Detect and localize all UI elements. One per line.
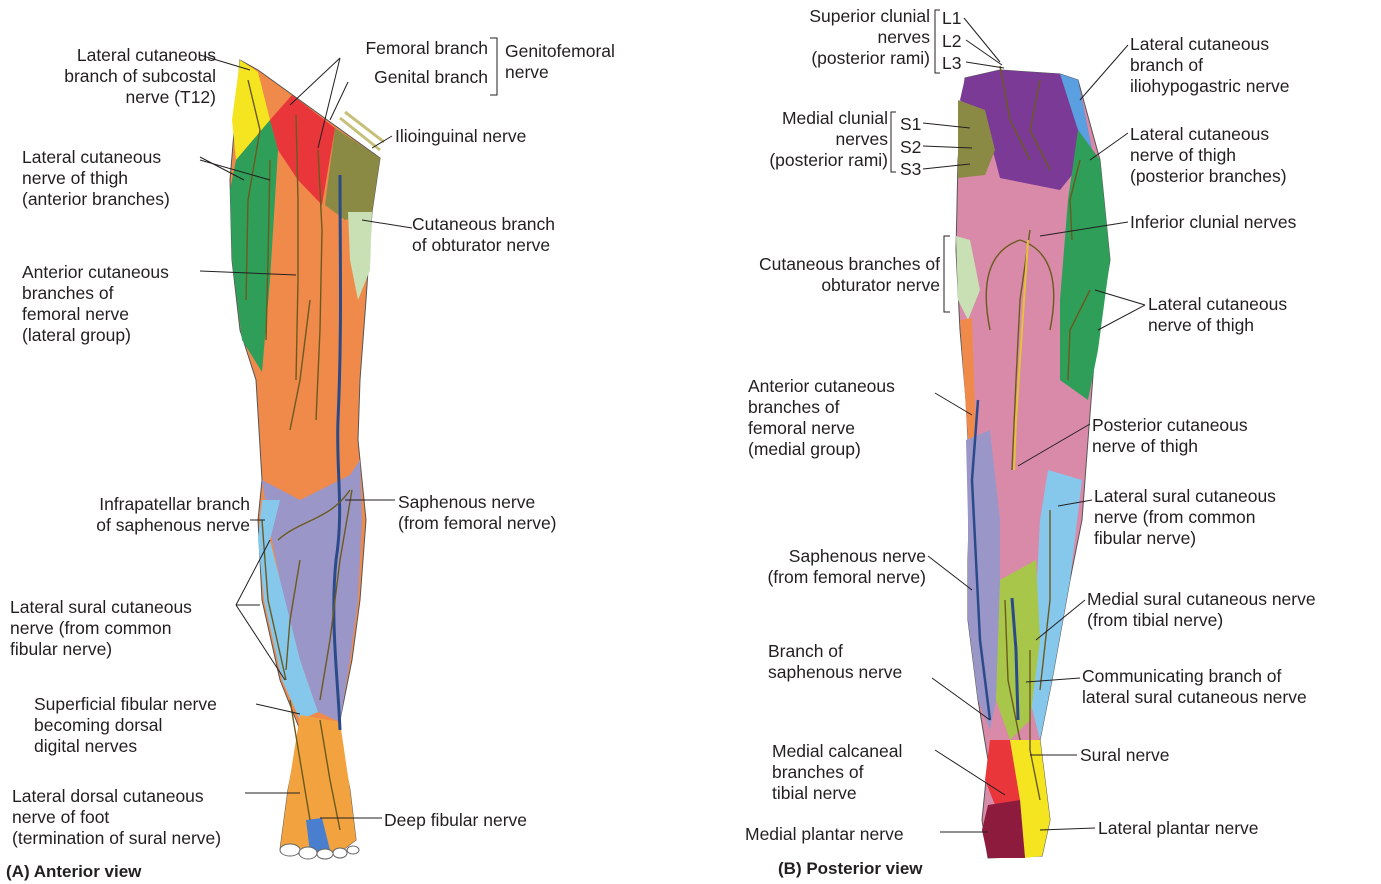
label-ant-cut-femoral: Anterior cutaneous branches of femoral n… (22, 262, 169, 346)
label-med-calcaneal: Medial calcaneal branches of tibial nerv… (772, 741, 902, 804)
posterior-leg (956, 66, 1110, 858)
label-genitofemoral: Genitofemoral nerve (505, 41, 615, 83)
anterior-leg (230, 60, 384, 859)
label-branch-saphenous: Branch of saphenous nerve (768, 641, 902, 683)
label-lat-sural-b: Lateral sural cutaneous nerve (from comm… (1094, 486, 1276, 549)
label-lat-dorsal: Lateral dorsal cutaneous nerve of foot (… (12, 786, 221, 849)
label-infrapatellar: Infrapatellar branch of saphenous nerve (40, 494, 250, 536)
label-subcostal: Lateral cutaneous branch of subcostal ne… (6, 45, 216, 108)
caption-anterior: (A) Anterior view (6, 862, 141, 882)
label-obturator-b: Cutaneous branches of obturator nerve (700, 254, 940, 296)
label-l1: L1 (942, 8, 961, 29)
label-deep-fibular: Deep fibular nerve (384, 810, 527, 831)
label-s2: S2 (900, 137, 921, 158)
label-sural: Sural nerve (1080, 745, 1170, 766)
label-lat-iliohypo: Lateral cutaneous branch of iliohypogast… (1130, 34, 1290, 97)
label-l3: L3 (942, 53, 961, 74)
label-l2: L2 (942, 31, 961, 52)
label-med-plantar: Medial plantar nerve (745, 824, 904, 845)
label-femoral-branch: Femoral branch (320, 38, 488, 59)
label-saphenous: Saphenous nerve (from femoral nerve) (398, 492, 557, 534)
label-s3: S3 (900, 159, 921, 180)
label-lat-sural: Lateral sural cutaneous nerve (from comm… (10, 597, 192, 660)
label-lat-plantar: Lateral plantar nerve (1098, 818, 1259, 839)
region-saphenous-b (966, 430, 1000, 730)
label-med-clunial: Medial clunial nerves (posterior rami) (700, 108, 888, 171)
label-ilioinguinal: Ilioinguinal nerve (395, 126, 526, 147)
label-lat-cut-thigh-b: Lateral cutaneous nerve of thigh (1148, 294, 1287, 336)
label-saphenous-b: Saphenous nerve (from femoral nerve) (700, 546, 926, 588)
label-obturator: Cutaneous branch of obturator nerve (412, 214, 555, 256)
label-lat-cut-thigh-post: Lateral cutaneous nerve of thigh (poster… (1130, 124, 1287, 187)
label-sup-clunial: Superior clunial nerves (posterior rami) (730, 6, 930, 69)
label-s1: S1 (900, 114, 921, 135)
label-post-cut-thigh: Posterior cutaneous nerve of thigh (1092, 415, 1248, 457)
label-lat-cut-thigh: Lateral cutaneous nerve of thigh (anteri… (22, 147, 170, 210)
label-inf-clunial: Inferior clunial nerves (1130, 212, 1296, 233)
label-genital-branch: Genital branch (320, 67, 488, 88)
label-sup-fibular: Superficial fibular nerve becoming dorsa… (34, 694, 217, 757)
caption-posterior: (B) Posterior view (778, 859, 923, 879)
label-med-sural: Medial sural cutaneous nerve (from tibia… (1087, 589, 1316, 631)
region-med-plantar (982, 800, 1025, 858)
label-ant-cut-femoral-b: Anterior cutaneous branches of femoral n… (748, 376, 895, 460)
label-communicating: Communicating branch of lateral sural cu… (1082, 666, 1307, 708)
